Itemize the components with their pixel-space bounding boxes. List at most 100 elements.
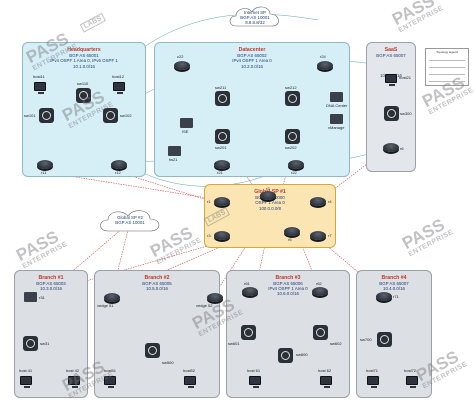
host62-label: host 62 <box>318 368 332 373</box>
b3-title: Branch #3 <box>275 275 301 281</box>
dc-title: Datacenter <box>238 47 266 53</box>
hq-title: Headquarters <box>67 47 101 53</box>
hq-net: 10.1.0.0/16 <box>73 64 95 69</box>
r71-label: r71 <box>393 294 399 299</box>
sw602-switch-icon <box>313 325 328 340</box>
sw102-switch-icon <box>103 108 118 123</box>
sw601-switch-icon <box>241 325 256 340</box>
link-r11-globalsp1 <box>43 171 221 201</box>
legend-panel: Topology legend <box>425 48 469 86</box>
host11-icon <box>34 82 46 94</box>
r6-label: r6 <box>400 146 404 151</box>
sw211-label: sw211 <box>215 85 227 90</box>
r7-label: r7 <box>328 233 332 238</box>
host62-icon <box>320 376 332 388</box>
zone-internet: Internet SP BGP AS 10001 8.8.8.8/32 <box>226 2 284 30</box>
host41-icon <box>20 376 32 388</box>
r21-router-icon <box>214 160 230 169</box>
host21-label: host21 <box>399 75 412 80</box>
sw700-label: sw700 <box>360 337 372 342</box>
sw101-label: sw101 <box>24 113 36 118</box>
vedge51-router-icon <box>104 293 120 302</box>
r5-label: r5 <box>288 237 292 242</box>
vedge51-label: vedge 51 <box>97 303 114 308</box>
link-globalsp2-branch1 <box>47 221 131 293</box>
sw211-switch-icon <box>215 91 230 106</box>
cloud-icon <box>100 210 160 232</box>
dna-center-server-icon <box>330 92 343 102</box>
sw601-label: sw601 <box>228 341 240 346</box>
global1-net: 100.0.0.0/8 <box>259 206 281 211</box>
host71-icon <box>367 376 379 388</box>
link-globalsp1-r61 <box>254 239 267 293</box>
r61-router-icon <box>242 287 258 296</box>
c22-router-icon <box>174 61 190 70</box>
r12-router-icon <box>111 160 127 169</box>
hq-ospf: IPv4 OSPF 1 Area 0, IPv6 OSPF 1 <box>50 58 118 63</box>
r3-label: r3 <box>207 233 211 238</box>
ise-server-icon <box>180 118 193 128</box>
sw31-label: sw31 <box>40 341 50 346</box>
dc-asn: BGP AS 65002 <box>237 53 267 58</box>
c22-label: c22 <box>177 54 184 59</box>
legend-row-1 <box>429 55 465 61</box>
host12-icon <box>113 82 125 94</box>
r71-router-icon <box>376 292 392 301</box>
fw21-firewall-icon <box>168 146 181 156</box>
sw500-label: sw500 <box>162 360 174 365</box>
global1-ospf: OSPF 1 Area 0 <box>255 200 285 205</box>
internet-title: Internet SP <box>244 10 266 15</box>
sw110-switch-icon <box>76 88 91 103</box>
sw212-switch-icon <box>285 91 300 106</box>
r24-router-icon <box>317 61 333 70</box>
r6-router-icon <box>383 143 399 152</box>
r5-router-icon <box>284 227 300 236</box>
sw201-label: sw201 <box>215 145 227 150</box>
sw602-label: sw602 <box>330 341 342 346</box>
global2-title: Global SP #2 <box>117 215 143 220</box>
zone-global-sp2: Global SP #2 BGP AS 10001 <box>96 206 164 234</box>
r4-label: r4 <box>328 199 332 204</box>
hq-asn: BGP AS 65001 <box>69 53 99 58</box>
sw500-switch-icon <box>145 343 160 358</box>
sw600-switch-icon <box>278 348 293 363</box>
host61-icon <box>249 376 261 388</box>
r4-router-icon <box>310 197 326 206</box>
b4-net: 10.4.0.0/16 <box>383 286 405 291</box>
legend-title: Topology legend <box>436 50 458 54</box>
b4-asn: BGP AS 65007 <box>379 281 409 286</box>
cloud-icon <box>229 6 279 27</box>
host41-label: host 41 <box>19 368 33 373</box>
r7-router-icon <box>310 231 326 240</box>
sw31-switch-icon <box>23 336 38 351</box>
dna-center-label: DNA Center <box>326 103 348 108</box>
host61-label: host 61 <box>247 368 261 373</box>
host42-icon <box>68 376 80 388</box>
saas-title: SaaS <box>384 47 398 53</box>
r62-router-icon <box>312 287 328 296</box>
sw201-switch-icon <box>215 129 230 144</box>
host21-icon <box>385 74 397 86</box>
r12-label: r12 <box>115 170 121 175</box>
r61-label: r61 <box>244 281 250 286</box>
vedge52-router-icon <box>207 293 223 302</box>
dc-net: 10.2.0.0/16 <box>241 64 263 69</box>
sw102-label: sw102 <box>120 113 132 118</box>
dc-ospf: IPv4 OSPF 1 Area 0 <box>232 58 272 63</box>
b1-net: 10.3.0.0/16 <box>40 286 62 291</box>
r2-label: r2 <box>266 186 270 191</box>
r3-router-icon <box>214 231 230 240</box>
b3-net: 10.6.0.0/16 <box>277 291 299 296</box>
r11-router-icon <box>37 160 53 169</box>
host42-label: host 42 <box>66 368 80 373</box>
vmanage-label: vManage <box>328 125 345 130</box>
sw700-switch-icon <box>377 332 392 347</box>
link-globalsp1-vedge52 <box>214 239 251 295</box>
saas-asn: BGP AS 65007 <box>376 53 406 58</box>
r1-label: r1 <box>207 199 211 204</box>
b2-asn: BGP AS 65005 <box>142 281 172 286</box>
sw300-label: sw300 <box>400 111 412 116</box>
legend-row-4 <box>429 76 465 82</box>
r21-label: r21 <box>217 170 223 175</box>
legend-row-2 <box>429 62 465 68</box>
